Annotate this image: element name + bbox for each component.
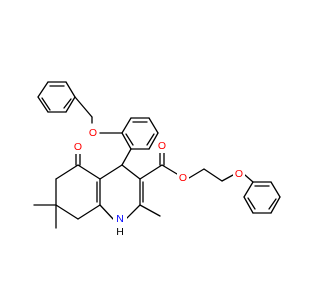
atom-label-o-ketone: O bbox=[72, 141, 84, 154]
ester-alkoxy-bond bbox=[161, 164, 178, 175]
c3-carbonyl-bond bbox=[139, 164, 163, 180]
atom-label-o-phenoxy: O bbox=[233, 168, 245, 181]
dihydropyridine-ring bbox=[96, 164, 144, 221]
aryl-ring bbox=[121, 117, 159, 150]
atom-h-amine: H bbox=[116, 226, 124, 238]
benzyl-ch2-bond bbox=[74, 96, 93, 118]
atom-n-amine: N bbox=[116, 213, 124, 225]
molecule-drawing: O O O O O N H bbox=[33, 81, 281, 241]
atom-o-benzyl-ether: O bbox=[89, 127, 97, 139]
ch2-phenoxy-o-bond bbox=[221, 174, 234, 182]
atom-label-o-ester-alkoxy: O bbox=[177, 172, 189, 185]
atom-o-phenoxy: O bbox=[235, 168, 243, 180]
cyclohexanone-ring bbox=[55, 164, 101, 220]
aryl-c4-bond bbox=[121, 148, 132, 166]
benzyl-phenyl-ring bbox=[37, 81, 76, 113]
atom-label-o-ester-carbonyl: O bbox=[156, 140, 168, 153]
atom-label-o-benzyl-ether: O bbox=[87, 126, 99, 140]
atom-label-nh: N H bbox=[113, 213, 127, 241]
ethylene-bond bbox=[203, 168, 223, 182]
structure-canvas: O O O O O N H bbox=[33, 81, 281, 241]
atom-o-ester-carbonyl: O bbox=[158, 140, 166, 152]
ester-o-ch2-bond bbox=[188, 168, 205, 179]
phenoxy-phenyl-ring bbox=[243, 181, 281, 214]
atom-o-ester-alkoxy: O bbox=[179, 172, 187, 184]
phenoxy-o-ring-bond bbox=[244, 174, 254, 183]
c2-methyl-bond bbox=[139, 204, 161, 217]
atom-o-ketone: O bbox=[74, 141, 82, 153]
